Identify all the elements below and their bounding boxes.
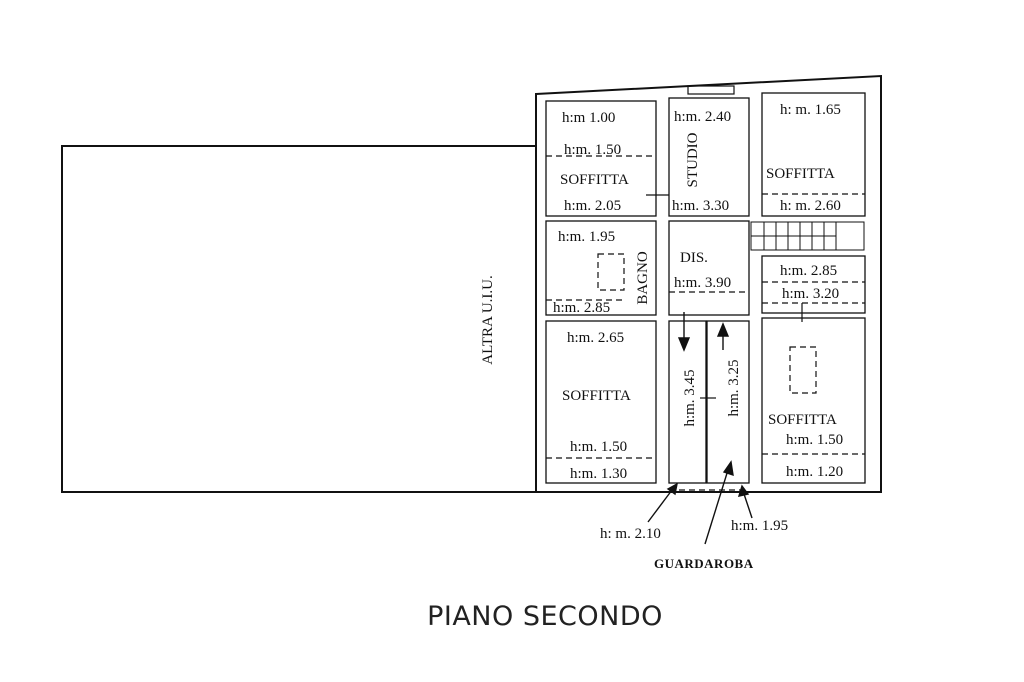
altra-uiu-label: ALTRA U.I.U. — [480, 275, 496, 364]
height-label: h:m. 3.30 — [672, 198, 729, 214]
height-label: h: m. 2.10 — [600, 526, 661, 542]
height-label: h:m. 3.20 — [782, 286, 839, 302]
height-label: h:m. 1.95 — [558, 229, 615, 245]
room-soffitta-right-mid — [761, 255, 866, 314]
height-label: h:m. 2.85 — [553, 300, 610, 316]
height-label: h:m. 2.65 — [567, 330, 624, 346]
pointer-lines — [647, 460, 753, 545]
height-label: h:m. 2.05 — [564, 198, 621, 214]
height-label: h:m. 3.90 — [674, 275, 731, 291]
height-label: h: m. 1.65 — [780, 102, 841, 118]
height-label: h:m. 1.50 — [570, 439, 627, 455]
room-soffitta-bottom-left — [545, 320, 657, 484]
room-name: DIS. — [680, 250, 708, 266]
room-name: SOFFITTA — [562, 388, 631, 404]
height-label: h:m. 1.50 — [786, 432, 843, 448]
room-name: STUDIO — [685, 132, 701, 187]
room-guardaroba-right — [706, 320, 750, 484]
room-soffitta-top-right — [761, 92, 866, 217]
height-label: h:m. 2.40 — [674, 109, 731, 125]
page-title: PIANO SECONDO — [427, 601, 663, 632]
guardaroba-label: GUARDAROBA — [654, 556, 754, 571]
room-name: SOFFITTA — [766, 166, 835, 182]
window-mark — [687, 85, 735, 95]
skylight-mark — [597, 253, 625, 291]
room-name: BAGNO — [635, 251, 651, 305]
height-label: h:m. 3.45 — [682, 369, 698, 426]
room-name: SOFFITTA — [560, 172, 629, 188]
room-soffitta-top-left — [545, 100, 657, 217]
room-name: SOFFITTA — [768, 412, 837, 428]
room-bagno — [545, 220, 657, 316]
height-label: h:m. 1.50 — [564, 142, 621, 158]
height-label: h:m. 2.85 — [780, 263, 837, 279]
altra-uiu-outline — [61, 145, 536, 493]
height-label: h:m 1.00 — [562, 110, 615, 126]
room-soffitta-bottom-right — [761, 317, 866, 484]
room-guardaroba-left — [668, 320, 707, 484]
unit-outer-wall — [535, 74, 882, 493]
height-label: h:m. 3.25 — [726, 359, 742, 416]
height-label: h: m. 2.60 — [780, 198, 841, 214]
height-label: h:m. 1.95 — [731, 518, 788, 534]
arrow-icon — [677, 312, 730, 352]
room-dis — [668, 220, 750, 316]
height-label: h:m. 1.30 — [570, 466, 627, 482]
height-label: h:m. 1.20 — [786, 464, 843, 480]
room-studio — [668, 97, 750, 217]
skylight-mark — [789, 346, 817, 394]
stairs-icon — [750, 221, 865, 251]
